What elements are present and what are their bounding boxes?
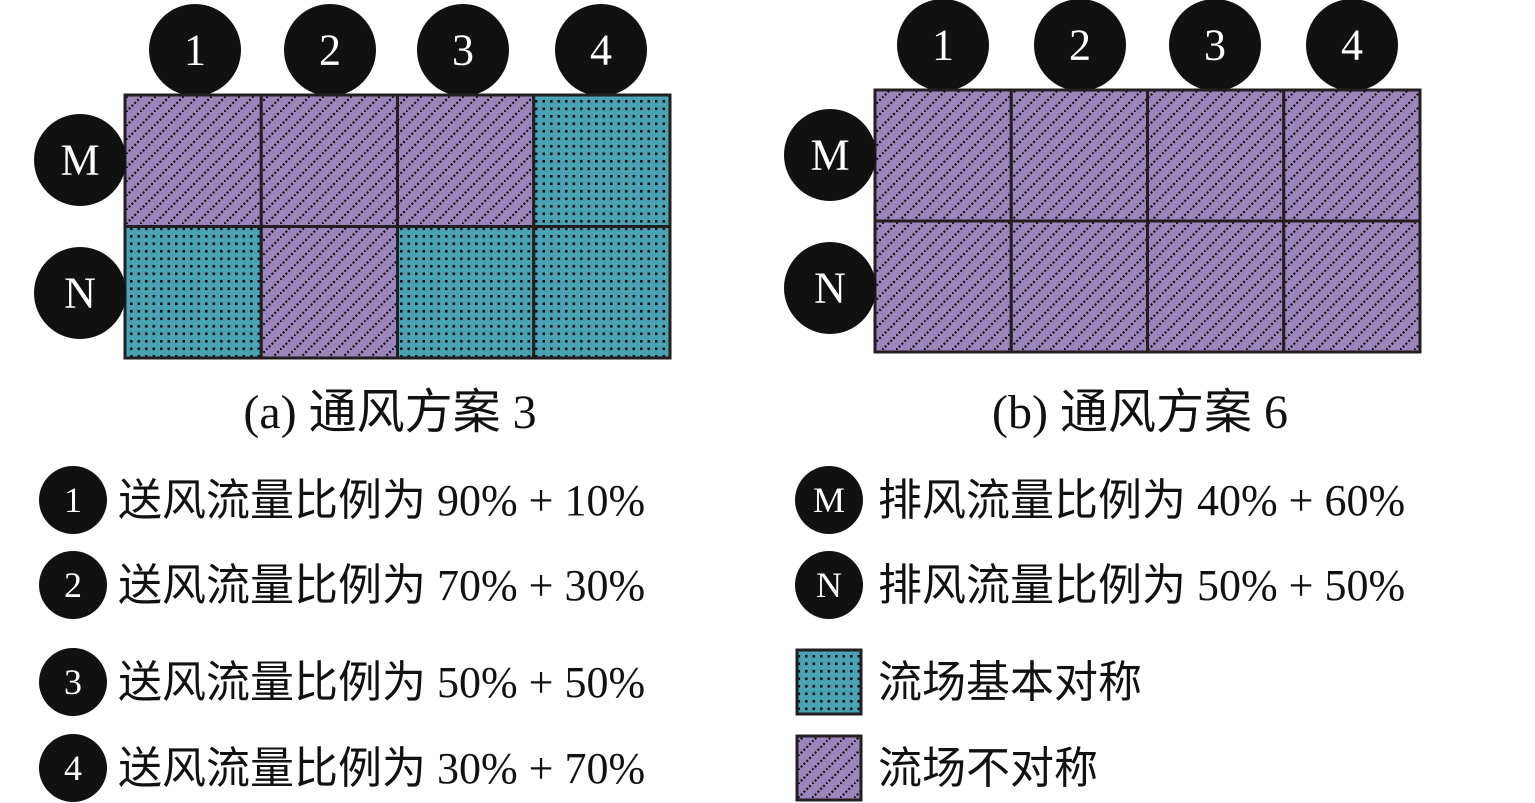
- marker-circle: [1034, 0, 1126, 91]
- legend-item-supply-1: 1 送风流量比例为 90% + 10%: [39, 466, 645, 534]
- marker-circle: [417, 4, 509, 96]
- legend-text: 流场基本对称: [878, 658, 1142, 707]
- legend-item-symmetric: 流场基本对称: [795, 648, 1142, 716]
- marker-label: M: [813, 480, 845, 520]
- legend-item-exhaust-M: M 排风流量比例为 40% + 60%: [795, 466, 1405, 534]
- marker-circle: [149, 4, 241, 96]
- marker-circle: [1169, 0, 1261, 91]
- legend-item-supply-4: 4 送风流量比例为 30% + 70%: [39, 734, 645, 802]
- marker-circle: [34, 247, 126, 339]
- marker-circle: [39, 551, 107, 619]
- legend-text: 送风流量比例为 70% + 30%: [118, 561, 645, 610]
- column-marker-3: 3: [417, 4, 509, 96]
- marker-label: 3: [64, 662, 82, 702]
- legend-text: 排风流量比例为 40% + 60%: [878, 476, 1405, 525]
- marker-label: 1: [932, 21, 954, 70]
- legend-text: 送风流量比例为 90% + 10%: [118, 476, 645, 525]
- marker-circle: [795, 466, 863, 534]
- column-marker-2: 2: [284, 4, 376, 96]
- cell-symmetric: [532, 93, 672, 228]
- cell-symmetric: [123, 225, 263, 360]
- legend-item-supply-3: 3 送风流量比例为 50% + 50%: [39, 648, 645, 716]
- marker-label: 4: [1341, 21, 1363, 70]
- panel-a: 1 2 3 4M N (a) 通风方案 3: [34, 4, 672, 439]
- row-marker-M: M: [34, 114, 126, 206]
- marker-label: N: [814, 264, 846, 313]
- marker-label: M: [810, 131, 849, 180]
- cell-asymmetric: [259, 225, 399, 360]
- marker-circle: [1306, 0, 1398, 91]
- column-marker-4: 4: [555, 4, 647, 96]
- marker-circle: [34, 114, 126, 206]
- marker-circle: [39, 466, 107, 534]
- column-marker-1: 1: [897, 0, 989, 91]
- cell-asymmetric: [1282, 219, 1422, 354]
- legend-item-supply-2: 2 送风流量比例为 70% + 30%: [39, 551, 645, 619]
- row-marker-M: M: [784, 109, 876, 201]
- marker-circle: [555, 4, 647, 96]
- marker-label: 1: [64, 480, 82, 520]
- marker-circle: [784, 109, 876, 201]
- cell-asymmetric: [1009, 88, 1149, 223]
- column-marker-1: 1: [149, 4, 241, 96]
- marker-label: 4: [590, 26, 612, 75]
- marker-label: 3: [1204, 21, 1226, 70]
- cell-asymmetric: [1146, 88, 1286, 223]
- marker-label: 2: [64, 565, 82, 605]
- legend-text: 排风流量比例为 50% + 50%: [878, 561, 1405, 610]
- panel-b: 1 2 3 4M N (b) 通风方案 6: [784, 0, 1422, 439]
- panel-caption: (a) 通风方案 3: [243, 386, 536, 439]
- cell-asymmetric: [396, 93, 536, 228]
- pattern-swatch: [795, 648, 863, 716]
- legend-text: 送风流量比例为 30% + 70%: [118, 744, 645, 793]
- marker-circle: [39, 734, 107, 802]
- marker-label: 2: [319, 26, 341, 75]
- pattern-swatch: [795, 734, 863, 802]
- marker-circle: [284, 4, 376, 96]
- cell-asymmetric: [1282, 88, 1422, 223]
- marker-label: N: [816, 565, 842, 605]
- marker-circle: [784, 242, 876, 334]
- cell-symmetric: [532, 225, 672, 360]
- marker-circle: [897, 0, 989, 91]
- column-marker-4: 4: [1306, 0, 1398, 91]
- cell-asymmetric: [1009, 219, 1149, 354]
- cell-asymmetric: [873, 219, 1013, 354]
- row-marker-N: N: [784, 242, 876, 334]
- marker-label: M: [60, 136, 99, 185]
- legend-item-exhaust-N: N 排风流量比例为 50% + 50%: [795, 551, 1405, 619]
- cell-asymmetric: [259, 93, 399, 228]
- marker-label: 3: [452, 26, 474, 75]
- column-marker-2: 2: [1034, 0, 1126, 91]
- column-marker-3: 3: [1169, 0, 1261, 91]
- legend-text: 送风流量比例为 50% + 50%: [118, 658, 645, 707]
- cell-asymmetric: [123, 93, 263, 228]
- cell-asymmetric: [1146, 219, 1286, 354]
- row-marker-N: N: [34, 247, 126, 339]
- cell-asymmetric: [873, 88, 1013, 223]
- legend-text: 流场不对称: [878, 744, 1098, 793]
- legend-item-asymmetric: 流场不对称: [795, 734, 1098, 802]
- marker-circle: [39, 648, 107, 716]
- marker-label: 4: [64, 748, 82, 788]
- cell-symmetric: [396, 225, 536, 360]
- marker-circle: [795, 551, 863, 619]
- marker-label: N: [64, 269, 96, 318]
- panel-caption: (b) 通风方案 6: [992, 386, 1288, 439]
- marker-label: 1: [184, 26, 206, 75]
- marker-label: 2: [1069, 21, 1091, 70]
